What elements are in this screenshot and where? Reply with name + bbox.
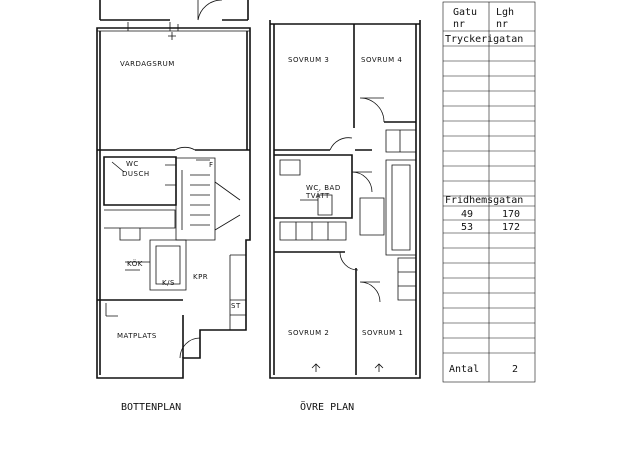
caption-upper-floor: ÖVRE PLAN (300, 400, 354, 413)
room-label-wc-shower: DUSCH (122, 170, 150, 178)
room-label-kitchen: KÖK (127, 259, 143, 268)
table-street-fridhemsgatan: Fridhemsgatan (445, 195, 523, 206)
apartment-table (442, 1, 536, 383)
room-label-kitchen-unit: K/S (162, 279, 175, 287)
room-label-bath: WC, BAD (306, 184, 341, 192)
room-label-kpr: KPR (193, 273, 208, 281)
room-label-bedroom-4: SOVRUM 4 (361, 56, 402, 64)
caption-ground-floor: BOTTENPLAN (121, 402, 181, 413)
room-label-f: F (209, 161, 214, 169)
table-header-gatu-line1: Gatu (453, 7, 477, 18)
table-cell-lgh-2: 172 (502, 222, 520, 233)
room-label-dining: MATPLATS (117, 332, 157, 340)
room-label-laundry: TVÄTT (305, 191, 330, 200)
table-street-tryckerigatan: Tryckerigatan (445, 34, 523, 45)
table-cell-gatu-2: 53 (461, 222, 473, 233)
table-footer-label: Antal (449, 364, 479, 375)
table-cell-lgh-1: 170 (502, 209, 520, 220)
room-label-storage: ST (231, 302, 241, 310)
table-cell-gatu-1: 49 (461, 209, 473, 220)
room-label-living: VARDAGSRUM (120, 60, 175, 68)
room-label-bedroom-2: SOVRUM 2 (288, 329, 329, 337)
room-label-bedroom-3: SOVRUM 3 (288, 56, 329, 64)
room-label-wc: WC (126, 160, 139, 168)
table-footer-value: 2 (512, 364, 518, 375)
room-label-bedroom-1: SOVRUM 1 (362, 329, 403, 337)
table-header-gatu-line2: nr (453, 19, 465, 30)
upper-floor-plan (269, 20, 421, 379)
ground-floor-plan (96, 0, 251, 379)
table-header-lgh-line1: Lgh (496, 7, 514, 18)
table-header-lgh-line2: nr (496, 19, 508, 30)
